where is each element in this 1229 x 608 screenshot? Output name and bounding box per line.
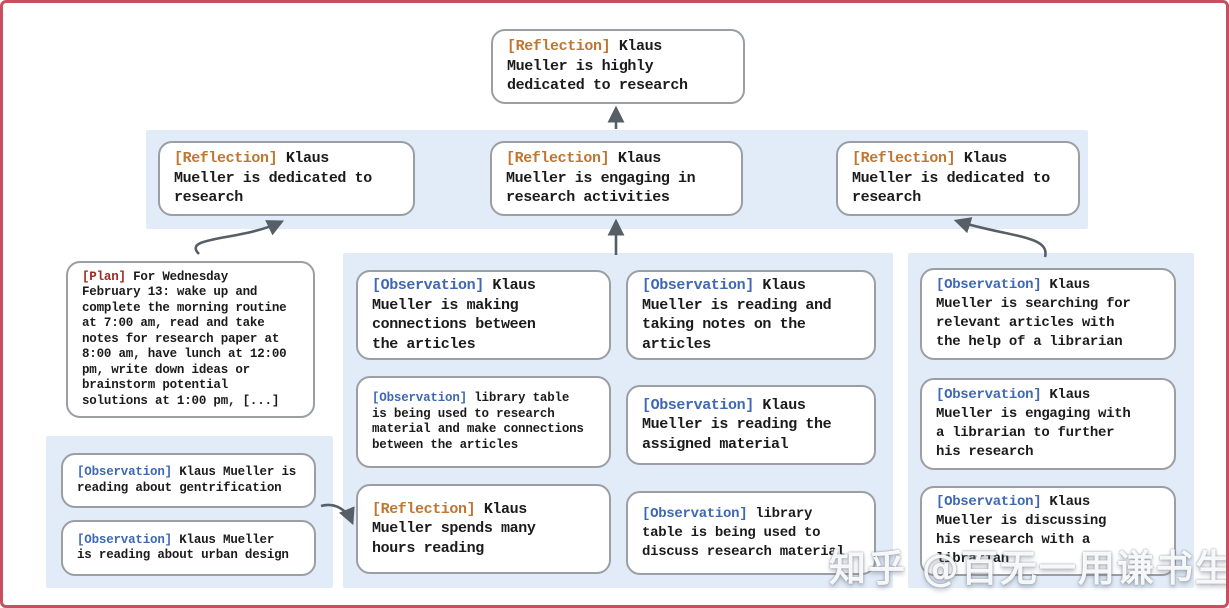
node-observation-library-table-discuss: [Observation] library table is being use… xyxy=(626,491,876,575)
node-text: Klaus Mueller is engaging with a librari… xyxy=(936,387,1131,460)
node-text: library table is being used to discuss r… xyxy=(642,505,845,560)
node-observation-assigned-material: [Observation] Klaus Mueller is reading t… xyxy=(626,385,876,465)
node-plan-wednesday: [Plan] For Wednesday February 13: wake u… xyxy=(66,261,315,418)
node-text: Klaus Mueller is reading the assigned ma… xyxy=(642,396,832,453)
node-text: Klaus Mueller is reading about urban des… xyxy=(77,532,289,563)
node-reflection-dedicated-right: [Reflection] Klaus Mueller is dedicated … xyxy=(836,141,1080,216)
reflection-tag: [Reflection] xyxy=(372,500,476,518)
node-observation-engaging-librarian: [Observation] Klaus Mueller is engaging … xyxy=(920,378,1176,470)
observation-tag: [Observation] xyxy=(642,396,754,414)
observation-tag: [Observation] xyxy=(77,532,172,547)
node-text: Klaus Mueller is highly dedicated to res… xyxy=(507,38,688,95)
node-text: Klaus Mueller is discussing his research… xyxy=(936,494,1107,567)
node-observation-library-table-research: [Observation] library table is being use… xyxy=(356,376,611,468)
plan-tag: [Plan] xyxy=(82,269,126,284)
node-observation-gentrification: [Observation] Klaus Mueller is reading a… xyxy=(61,453,316,508)
observation-tag: [Observation] xyxy=(372,277,484,294)
node-reflection-hours-reading: [Reflection] Klaus Mueller spends many h… xyxy=(356,484,611,574)
observation-tag: [Observation] xyxy=(642,277,754,294)
node-text: Klaus Mueller is searching for relevant … xyxy=(936,277,1131,350)
node-text: Klaus Mueller is reading about gentrific… xyxy=(77,465,297,495)
node-text: Klaus Mueller is dedicated to research xyxy=(852,150,1050,207)
observation-tag: [Observation] xyxy=(372,391,467,405)
reflection-tag: [Reflection] xyxy=(174,150,278,168)
node-text: Klaus Mueller is dedicated to research xyxy=(174,150,372,207)
node-text: library table is being used to research … xyxy=(372,391,584,452)
node-reflection-top: [Reflection] Klaus Mueller is highly ded… xyxy=(491,29,745,104)
node-reflection-dedicated-left: [Reflection] Klaus Mueller is dedicated … xyxy=(158,141,415,216)
node-observation-making-connections: [Observation] Klaus Mueller is making co… xyxy=(356,270,611,360)
node-observation-taking-notes: [Observation] Klaus Mueller is reading a… xyxy=(626,270,876,360)
node-text: Klaus Mueller is reading and taking note… xyxy=(642,277,832,353)
node-text: For Wednesday February 13: wake up and c… xyxy=(82,269,287,408)
node-reflection-engaging: [Reflection] Klaus Mueller is engaging i… xyxy=(490,141,743,216)
observation-tag: [Observation] xyxy=(77,465,172,479)
reflection-tag: [Reflection] xyxy=(852,150,956,168)
node-text: Klaus Mueller is engaging in research ac… xyxy=(506,150,696,207)
node-observation-urban-design: [Observation] Klaus Mueller is reading a… xyxy=(61,520,316,576)
watermark: 知乎 @百无一用谦书生 xyxy=(829,547,1229,590)
observation-tag: [Observation] xyxy=(936,494,1042,510)
node-text: Klaus Mueller is making connections betw… xyxy=(372,277,536,353)
node-observation-discussing-librarian: [Observation] Klaus Mueller is discussin… xyxy=(920,486,1176,576)
reflection-tag: [Reflection] xyxy=(506,150,610,168)
observation-tag: [Observation] xyxy=(936,387,1042,403)
observation-tag: [Observation] xyxy=(642,505,748,522)
reflection-tag: [Reflection] xyxy=(507,38,611,56)
node-text: Klaus Mueller spends many hours reading xyxy=(372,500,536,557)
node-observation-searching-articles: [Observation] Klaus Mueller is searching… xyxy=(920,268,1176,360)
observation-tag: [Observation] xyxy=(936,277,1042,293)
